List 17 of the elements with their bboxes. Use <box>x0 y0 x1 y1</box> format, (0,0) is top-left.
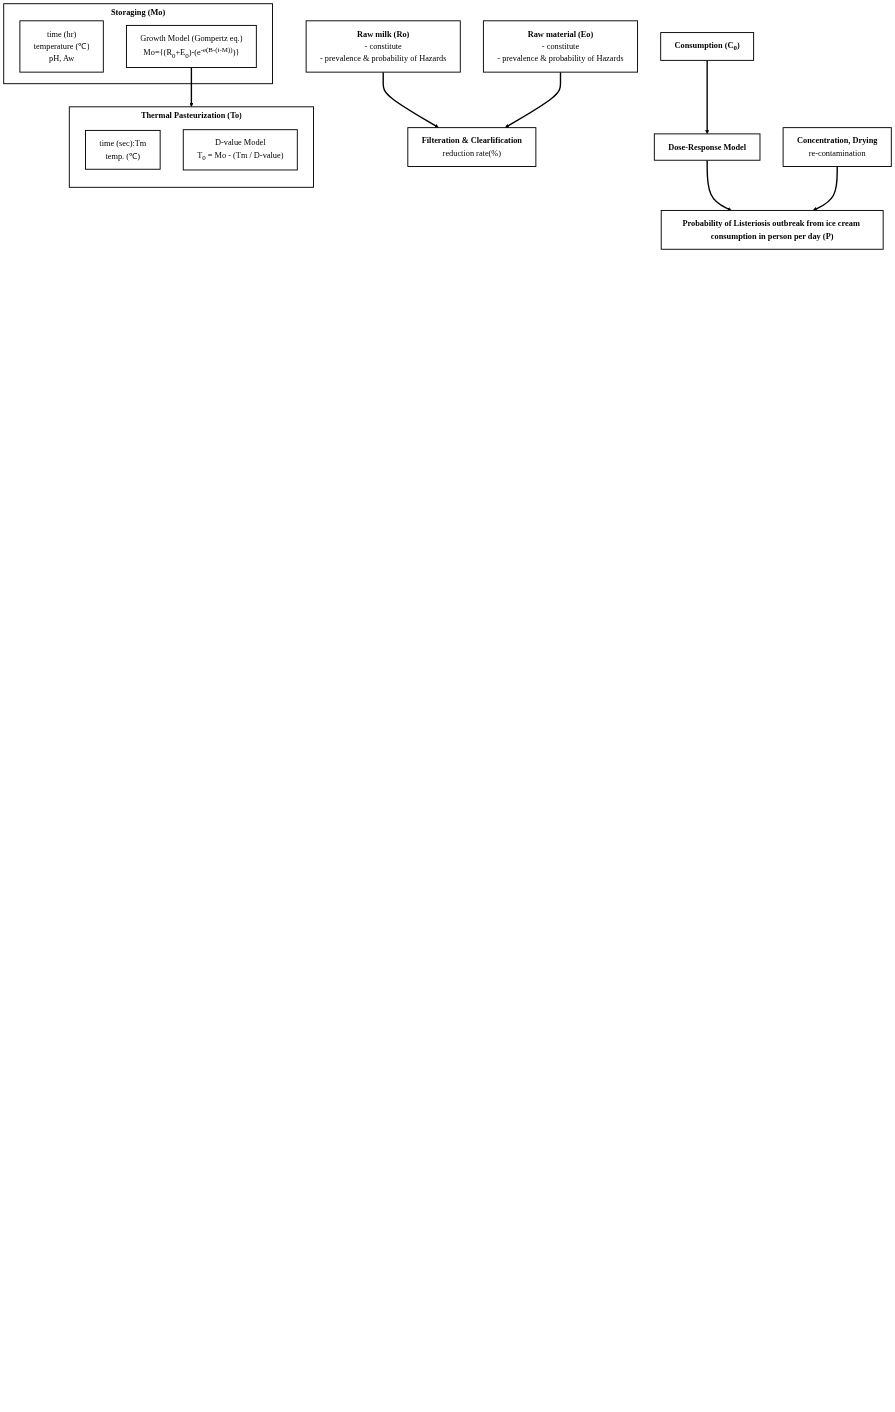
node-box: Raw milk (Ro) - constitute - prevalence & probability of Hazards <box>305 20 461 73</box>
node-box: Growth Model (Gompertz eq.) Mo={(R$_{0}$+E$_{0}$)-(e$^{-e(B-(t-M))}$)} <box>125 24 257 68</box>
arrow <box>382 71 439 128</box>
node-box: Probability of Listeriosis outbreak from ice cream consumption in person per day (P) <box>660 209 884 250</box>
node-box: time (sec):Tm temp. (℃) <box>85 129 161 170</box>
node-box: time (hr) temperature (℃) pH, Aw <box>19 20 104 73</box>
arrow <box>504 71 562 128</box>
node-box: Consumption (C$_{0}$) <box>660 32 755 61</box>
arrow <box>189 66 194 107</box>
node-box: Dose-Response Model <box>653 133 761 161</box>
node-box: Filteration & Clearlification reduction rate(%) <box>407 127 537 167</box>
node-box: D-value Model T$_{0}$ = Mo - (Tm / D-value) <box>182 129 298 171</box>
arrow <box>812 165 838 211</box>
arrow <box>705 59 710 135</box>
node-box: Raw material (Eo) - constitute - prevalence & probability of Hazards <box>482 20 638 73</box>
node-box: Concentration, Drying re-contamination <box>782 127 892 167</box>
arrow <box>706 159 732 211</box>
